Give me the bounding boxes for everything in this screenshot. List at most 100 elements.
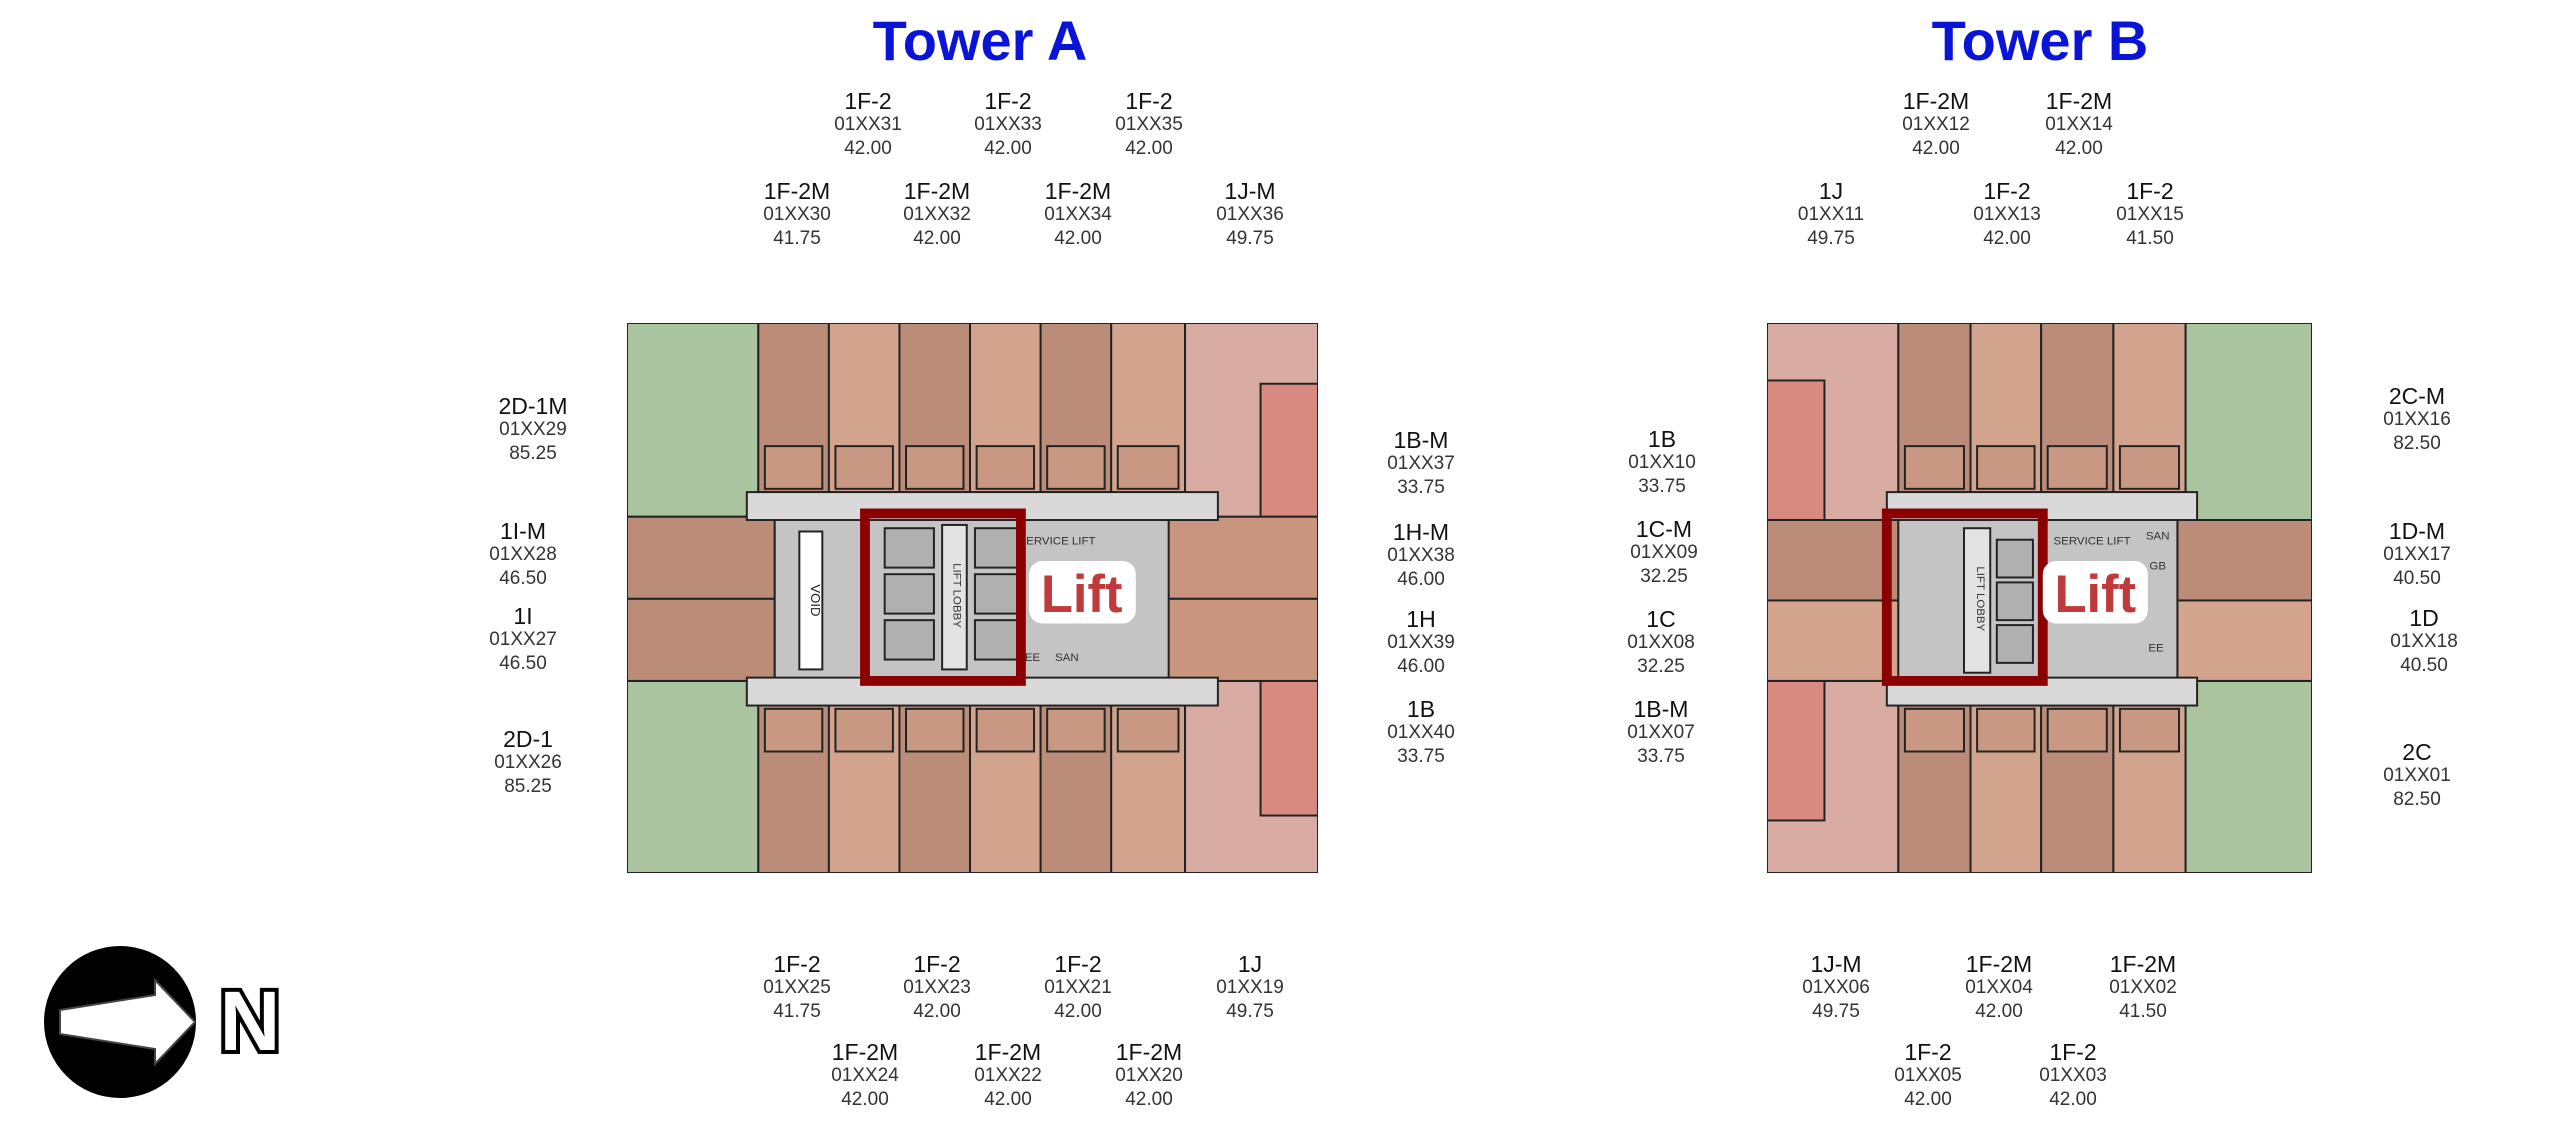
unit-area: 82.50 bbox=[2393, 789, 2441, 810]
lift-lobby bbox=[941, 523, 968, 671]
bathroom bbox=[1903, 445, 1965, 490]
bathroom bbox=[2046, 445, 2108, 490]
unit-number: 01XX15 bbox=[2116, 204, 2184, 225]
unit-area: 49.75 bbox=[1226, 1001, 1274, 1022]
unit-area: 33.75 bbox=[1397, 477, 1445, 498]
lift-car bbox=[1995, 538, 2034, 579]
bathroom bbox=[1903, 707, 1965, 753]
lift-car bbox=[973, 527, 1019, 569]
unit-number: 01XX31 bbox=[834, 114, 902, 135]
unit-area: 42.00 bbox=[844, 138, 892, 159]
unit-2c bbox=[2184, 679, 2312, 873]
unit-area: 42.00 bbox=[1983, 228, 2031, 249]
unit-number: 01XX39 bbox=[1387, 632, 1455, 653]
unit-area: 41.50 bbox=[2119, 1001, 2167, 1022]
bathroom bbox=[1046, 707, 1106, 753]
unit-type: 1H-M bbox=[1392, 519, 1450, 545]
unit-number: 01XX07 bbox=[1627, 722, 1695, 743]
unit-type: 2D-1 bbox=[503, 726, 553, 752]
unit-type: 2D-1M bbox=[498, 393, 568, 419]
unit-area: 42.00 bbox=[1125, 1089, 1173, 1110]
unit-type: 1F-2M bbox=[1115, 1039, 1183, 1065]
lift-car bbox=[883, 527, 935, 569]
bathroom bbox=[905, 445, 965, 490]
unit-number: 01XX25 bbox=[763, 977, 831, 998]
unit-area: 85.25 bbox=[504, 776, 552, 797]
unit-type: 1F-2M bbox=[2045, 88, 2113, 114]
unit-1h bbox=[1167, 597, 1318, 682]
unit-number: 01XX18 bbox=[2390, 631, 2458, 652]
unit-area: 32.25 bbox=[1637, 656, 1685, 677]
unit-1b-m bbox=[1767, 679, 1826, 822]
unit-area: 42.00 bbox=[841, 1089, 889, 1110]
unit-type: 1F-2M bbox=[903, 178, 971, 204]
unit-2c-m bbox=[2184, 323, 2312, 521]
unit-type: 1I bbox=[513, 603, 533, 629]
unit-area: 82.50 bbox=[2393, 433, 2441, 454]
unit-number: 01XX08 bbox=[1627, 632, 1695, 653]
unit-1b-m bbox=[1259, 382, 1318, 518]
unit-type: 1F-2 bbox=[1125, 88, 1173, 114]
unit-area: 41.75 bbox=[773, 1001, 821, 1022]
tower-b-title: Tower B bbox=[1931, 9, 2149, 72]
bathroom bbox=[975, 445, 1036, 490]
unit-number: 01XX28 bbox=[489, 544, 557, 565]
bathroom bbox=[763, 445, 824, 490]
unit-number: 01XX27 bbox=[489, 629, 557, 650]
unit-type: 1J-M bbox=[1224, 178, 1276, 204]
unit-type: 1F-2M bbox=[763, 178, 831, 204]
unit-type: 1F-2M bbox=[1965, 951, 2033, 977]
unit-number: 01XX23 bbox=[903, 977, 971, 998]
unit-number: 01XX04 bbox=[1965, 977, 2033, 998]
bathroom bbox=[2046, 707, 2108, 753]
unit-number: 01XX24 bbox=[831, 1065, 899, 1086]
bathroom bbox=[834, 445, 894, 490]
gb-label: GB bbox=[2149, 560, 2166, 572]
lift-lobby-label: LIFT LOBBY bbox=[951, 563, 963, 628]
bathroom bbox=[1976, 707, 2036, 753]
lift-lobby-label: LIFT LOBBY bbox=[1974, 566, 1986, 631]
unit-number: 01XX21 bbox=[1044, 977, 1112, 998]
unit-area: 42.00 bbox=[1912, 138, 1960, 159]
bathroom bbox=[2118, 707, 2181, 753]
unit-number: 01XX09 bbox=[1630, 542, 1698, 563]
unit-area: 46.00 bbox=[1397, 656, 1445, 677]
unit-area: 42.00 bbox=[984, 138, 1032, 159]
lift-car bbox=[973, 573, 1019, 615]
unit-number: 01XX38 bbox=[1387, 545, 1455, 566]
unit-type: 1H bbox=[1406, 606, 1436, 632]
unit-area: 40.50 bbox=[2400, 655, 2448, 676]
bathroom bbox=[1046, 445, 1106, 490]
unit-area: 49.75 bbox=[1226, 228, 1274, 249]
unit-type: 1F-2 bbox=[984, 88, 1032, 114]
unit-number: 01XX33 bbox=[974, 114, 1042, 135]
north-arrow-icon: N bbox=[44, 946, 284, 1098]
unit-1b bbox=[1259, 679, 1318, 817]
unit-1h-m bbox=[1167, 515, 1318, 600]
lift-label: Lift bbox=[1041, 565, 1123, 624]
unit-type: 1B-M bbox=[1393, 427, 1449, 453]
unit-area: 42.00 bbox=[984, 1089, 1032, 1110]
unit-number: 01XX16 bbox=[2383, 409, 2451, 430]
unit-type: 1B-M bbox=[1633, 696, 1689, 722]
lift-frame bbox=[860, 508, 1026, 686]
unit-number: 01XX05 bbox=[1894, 1065, 1962, 1086]
unit-area: 42.00 bbox=[1125, 138, 1173, 159]
unit-area: 41.75 bbox=[773, 228, 821, 249]
unit-area: 33.75 bbox=[1637, 746, 1685, 767]
unit-type: 1F-2M bbox=[1902, 88, 1970, 114]
unit-type: 1C bbox=[1646, 606, 1676, 632]
